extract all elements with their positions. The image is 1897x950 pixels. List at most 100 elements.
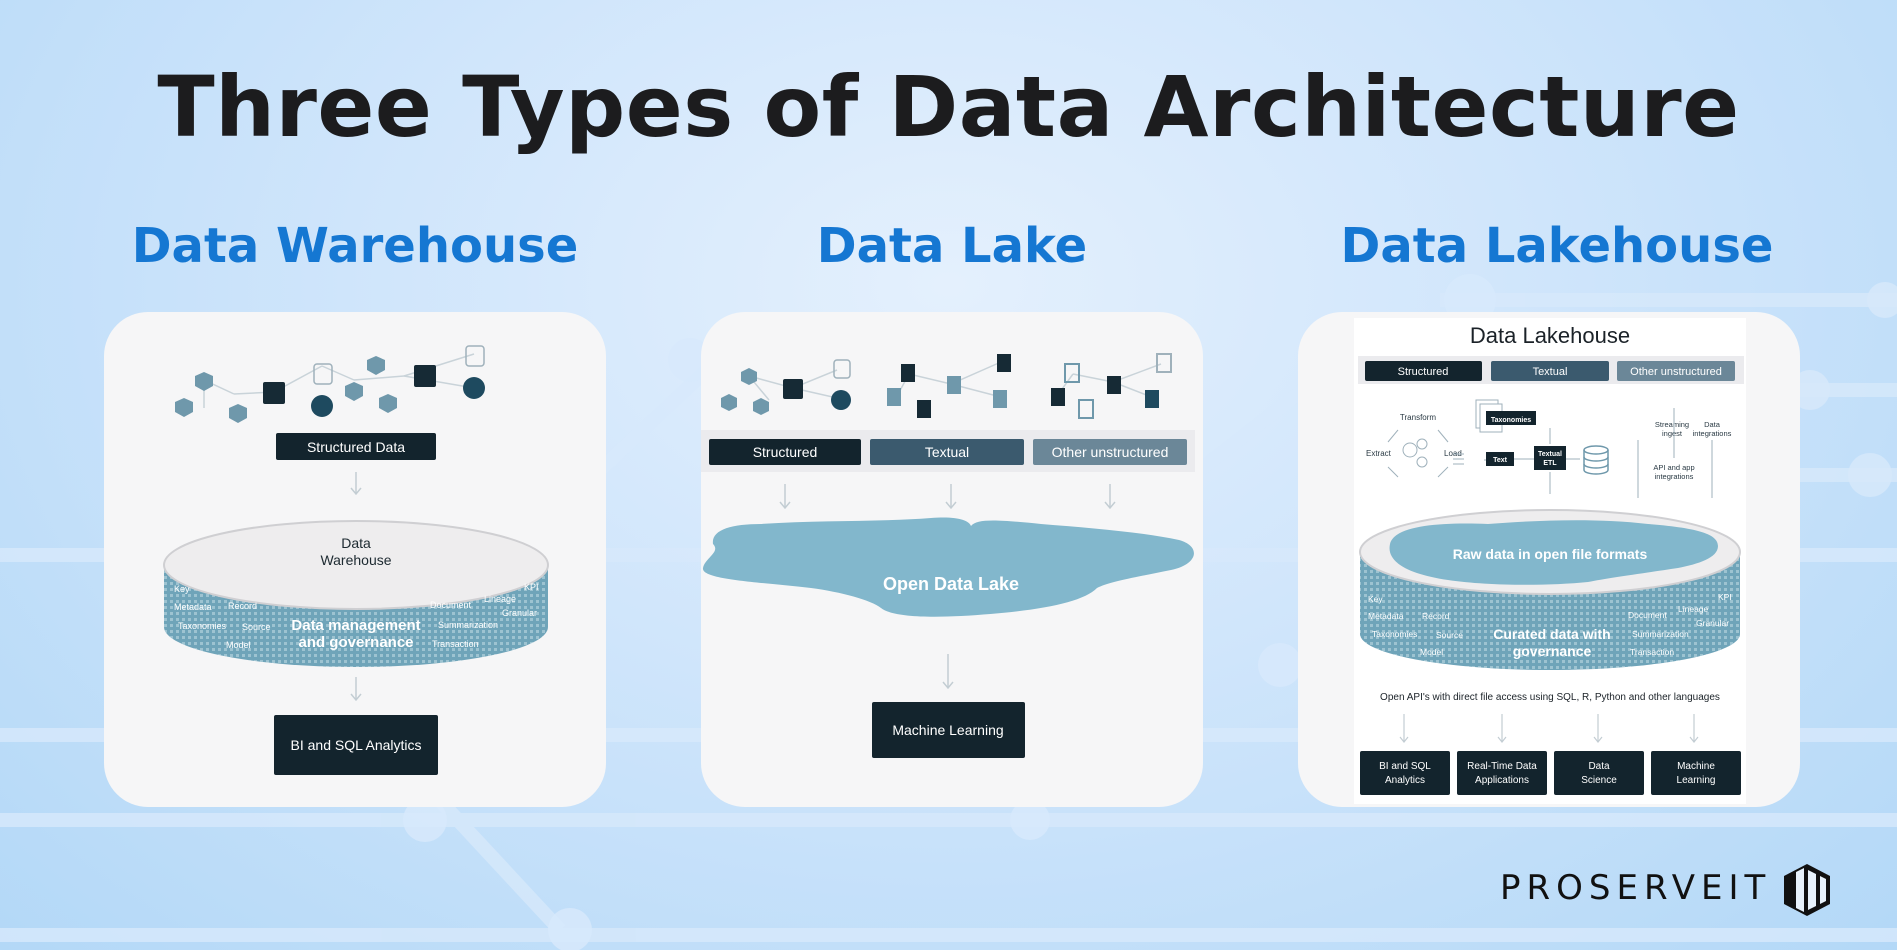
tag: Model xyxy=(226,640,251,650)
output-bi-line1: BI and SQL xyxy=(1379,761,1431,772)
machine-learning-box xyxy=(872,702,1025,758)
taxonomies-label: Taxonomies xyxy=(1491,417,1531,424)
tag: Record xyxy=(228,601,257,611)
data-nodes-icon xyxy=(175,345,485,423)
input-label-other: Other unstructured xyxy=(1052,444,1169,460)
etl-cycle-diagram: Transform Extract Load xyxy=(1366,413,1462,478)
streaming-integrations: Streaming ingest Data integrations API a… xyxy=(1637,408,1732,498)
curated-line2: governance xyxy=(1513,643,1592,659)
output-ml-line1: Machine xyxy=(1677,761,1715,772)
page-title: Three Types of Data Architecture xyxy=(157,58,1740,156)
warehouse-tags: Key Metadata Record Taxonomies Source Mo… xyxy=(174,582,539,650)
output-ml-line2: Learning xyxy=(1677,775,1716,786)
tag: KPI xyxy=(1718,592,1732,602)
output-box-bi xyxy=(1360,751,1450,795)
textual-etl-diagram: Taxonomies Text Textual ETL xyxy=(1453,399,1609,494)
governance-line1: Data management xyxy=(291,617,420,634)
cylinder-title-line1: Data xyxy=(341,535,371,551)
lake-card: Structured Textual Other unstructured Op… xyxy=(701,312,1203,807)
etl-transform: Transform xyxy=(1400,413,1436,422)
warehouse-cylinder xyxy=(163,520,549,667)
tag: Transaction xyxy=(432,639,479,649)
output-box-data-science xyxy=(1554,751,1644,795)
lh-input-other: Other unstructured xyxy=(1630,366,1722,378)
tag: Granular xyxy=(502,608,537,618)
output-ds-line2: Science xyxy=(1581,775,1617,786)
output-realtime-line2: Applications xyxy=(1475,775,1529,786)
text-label: Text xyxy=(1493,457,1508,464)
api-line1: API and app xyxy=(1653,463,1694,472)
tag: Key xyxy=(174,584,190,594)
lh-structured-box xyxy=(1365,361,1482,381)
structured-data-label: Structured Data xyxy=(307,439,405,455)
tag: Model xyxy=(1420,647,1443,657)
raw-data-label: Raw data in open file formats xyxy=(1453,546,1648,562)
lh-textual-box xyxy=(1491,361,1609,381)
tag: Metadata xyxy=(174,602,212,612)
structured-data-box xyxy=(276,433,436,460)
curated-line1: Curated data with xyxy=(1493,626,1610,642)
integrations-line1: Data xyxy=(1704,420,1721,429)
textual-etl-line2: ETL xyxy=(1543,460,1557,467)
column-title-lake: Data Lake xyxy=(816,218,1088,274)
bi-sql-analytics-box xyxy=(274,715,438,775)
tag: Transaction xyxy=(1630,647,1674,657)
tag: Source xyxy=(242,622,271,632)
textual-documents-icon xyxy=(887,354,1011,418)
input-label-textual: Textual xyxy=(925,444,969,460)
output-box-ml xyxy=(1651,751,1741,795)
etl-extract: Extract xyxy=(1366,449,1392,458)
output-realtime-line1: Real-Time Data xyxy=(1467,761,1537,772)
tag: KPI xyxy=(524,582,539,592)
bi-sql-analytics-label: BI and SQL Analytics xyxy=(291,737,422,753)
lh-input-textual: Textual xyxy=(1533,366,1568,378)
input-label-structured: Structured xyxy=(753,444,818,460)
streaming-line2: ingest xyxy=(1662,429,1683,438)
tag: Lineage xyxy=(484,594,516,604)
output-ds-line1: Data xyxy=(1588,761,1610,772)
lakehouse-card: Data Lakehouse Structured Textual Other … xyxy=(1298,312,1800,807)
etl-load: Load xyxy=(1444,449,1462,458)
cylinder-title-line2: Warehouse xyxy=(320,552,391,568)
column-title-warehouse: Data Warehouse xyxy=(131,218,579,274)
media-files-icon xyxy=(1051,353,1172,419)
output-bi-line2: Analytics xyxy=(1385,775,1425,786)
tag: Document xyxy=(430,600,472,610)
column-title-lakehouse: Data Lakehouse xyxy=(1340,218,1774,274)
integrations-line2: integrations xyxy=(1693,429,1732,438)
machine-learning-label: Machine Learning xyxy=(892,722,1003,738)
cube-logo-icon xyxy=(1784,864,1830,916)
lh-input-structured: Structured xyxy=(1398,366,1449,378)
brand: PROSERVEIT xyxy=(1500,862,1830,918)
textual-input-box xyxy=(870,439,1024,465)
structured-input-box xyxy=(709,439,861,465)
tag: Source xyxy=(1436,630,1463,640)
other-unstructured-input-box xyxy=(1033,439,1187,465)
tag: Metadata xyxy=(1368,611,1404,621)
tag: Lineage xyxy=(1678,604,1709,614)
lakehouse-header: Data Lakehouse xyxy=(1470,323,1630,348)
tag: Taxonomies xyxy=(1372,629,1417,639)
tag: Document xyxy=(1628,610,1667,620)
open-data-lake-label: Open Data Lake xyxy=(883,574,1019,594)
streaming-line1: Streaming xyxy=(1655,420,1689,429)
tag: Granular xyxy=(1696,618,1729,628)
lakehouse-cylinder xyxy=(1359,509,1741,670)
tag: Taxonomies xyxy=(178,621,227,631)
structured-nodes-icon xyxy=(721,359,851,415)
warehouse-card: Structured Data Data Warehouse Data mana… xyxy=(104,312,606,807)
tag: Key xyxy=(1368,594,1383,604)
tag: Record xyxy=(1422,611,1450,621)
api-note: Open API's with direct file access using… xyxy=(1380,692,1720,703)
open-data-lake-shape xyxy=(702,517,1194,617)
lh-other-box xyxy=(1617,361,1735,381)
database-icon xyxy=(1583,445,1609,475)
lakehouse-tags: Key Metadata Record Taxonomies Source Mo… xyxy=(1368,592,1732,657)
brand-name: PROSERVEIT xyxy=(1500,868,1772,908)
textual-etl-line1: Textual xyxy=(1538,451,1562,458)
tag: Summarization xyxy=(1632,629,1689,639)
tag: Summarization xyxy=(438,620,498,630)
output-box-realtime xyxy=(1457,751,1547,795)
governance-line2: and governance xyxy=(298,634,413,651)
api-line2: integrations xyxy=(1655,472,1694,481)
